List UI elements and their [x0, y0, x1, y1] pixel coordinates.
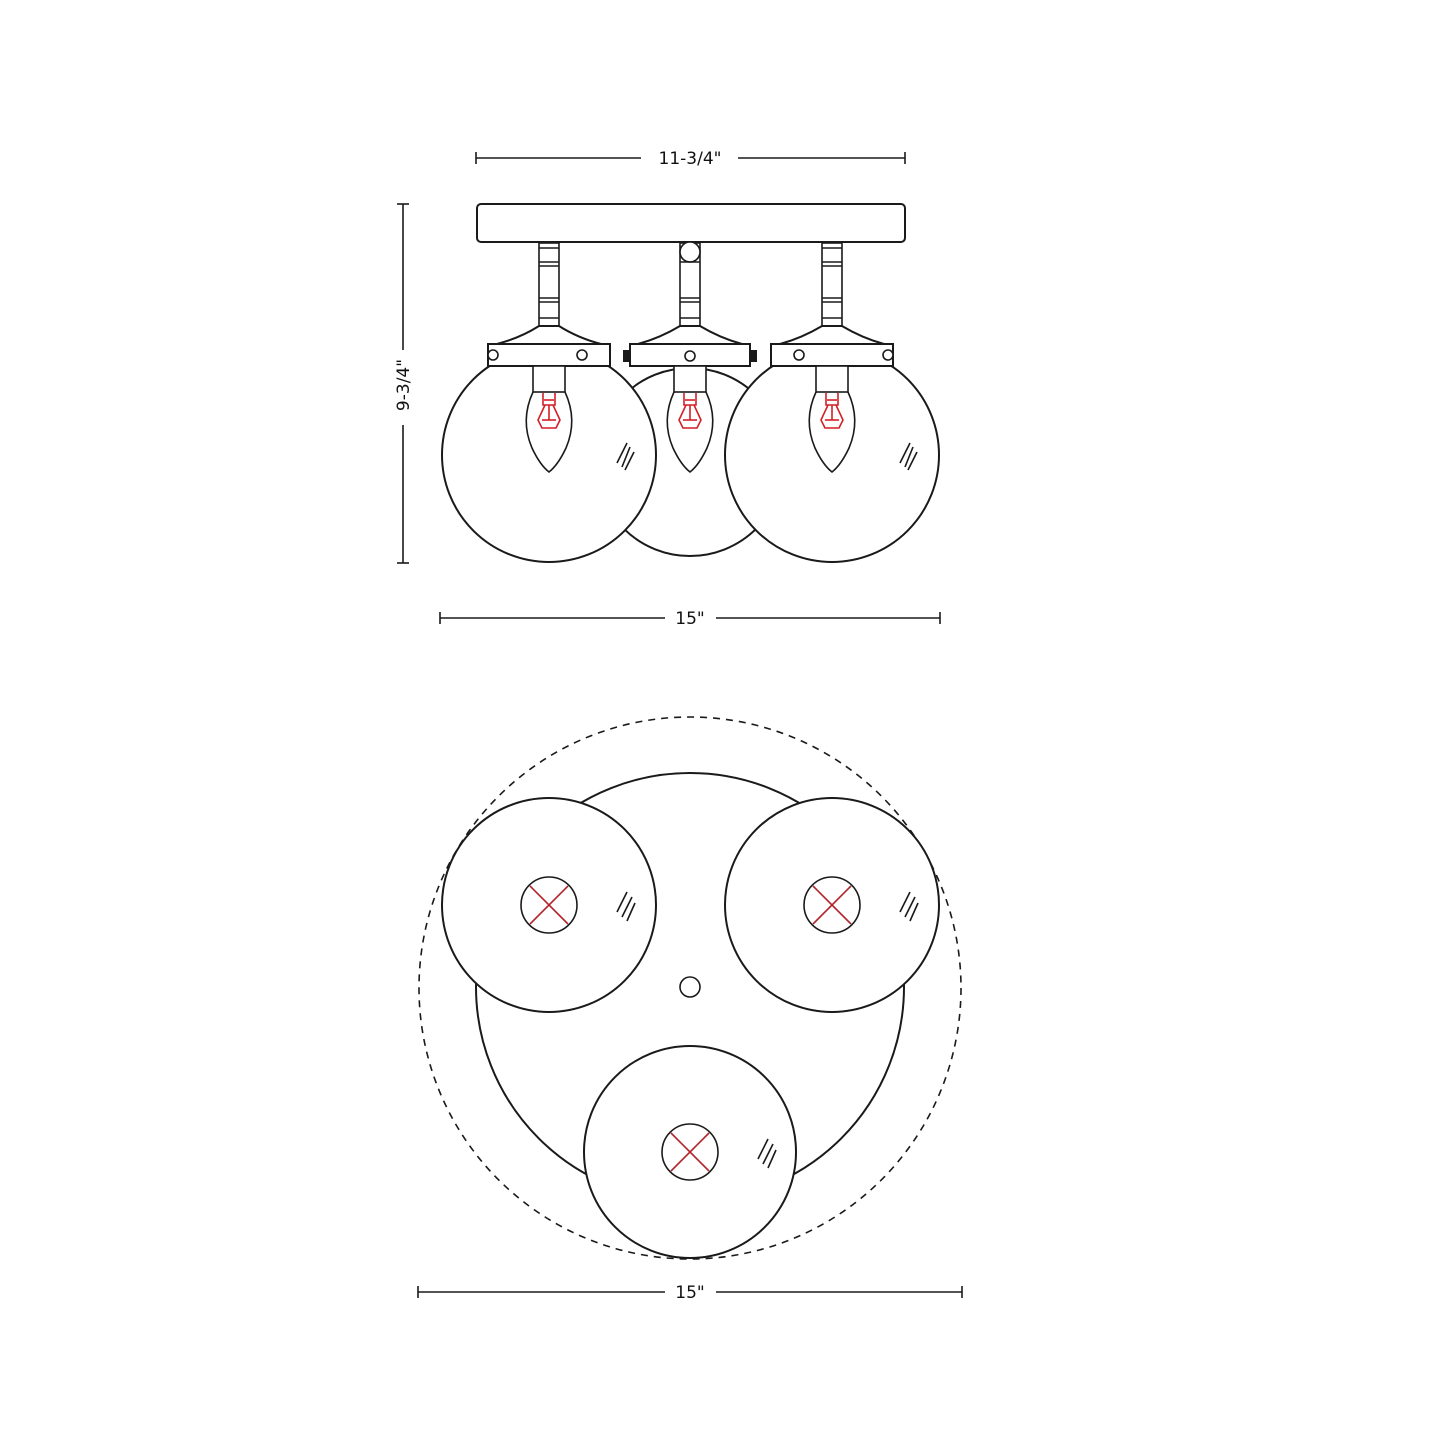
- dimension-plan-diameter: 15": [417, 1283, 963, 1303]
- dimension-label-side-width: 15": [675, 609, 704, 629]
- plan-globe-bottom: [583, 1045, 797, 1259]
- fitter-right: [770, 343, 894, 367]
- dimension-label-canopy-width: 11-3/4": [659, 149, 722, 169]
- dimension-label-plan-diameter: 15": [675, 1283, 704, 1303]
- plan-globe-right: [724, 797, 940, 1013]
- bottom-plan-view: [418, 716, 962, 1260]
- overall-diameter-outline: [418, 716, 962, 1260]
- bulb-middle: [666, 365, 714, 474]
- dimension-label-overall-height: 9-3/4": [394, 359, 414, 411]
- dimension-canopy-width: 11-3/4": [475, 149, 906, 169]
- stem-middle: [637, 241, 743, 345]
- fitter-middle: [623, 343, 757, 367]
- canopy: [476, 203, 906, 243]
- plan-globe-left: [441, 797, 657, 1013]
- side-elevation-view: [441, 203, 940, 563]
- fitter-left: [487, 343, 611, 367]
- bulb-right: [808, 365, 918, 474]
- dimension-overall-height: 9-3/4": [394, 203, 414, 564]
- stem-right: [779, 242, 885, 345]
- stem-left: [496, 242, 602, 345]
- bulb-left: [525, 365, 635, 474]
- center-hole: [679, 976, 701, 998]
- dimension-side-width: 15": [439, 609, 941, 629]
